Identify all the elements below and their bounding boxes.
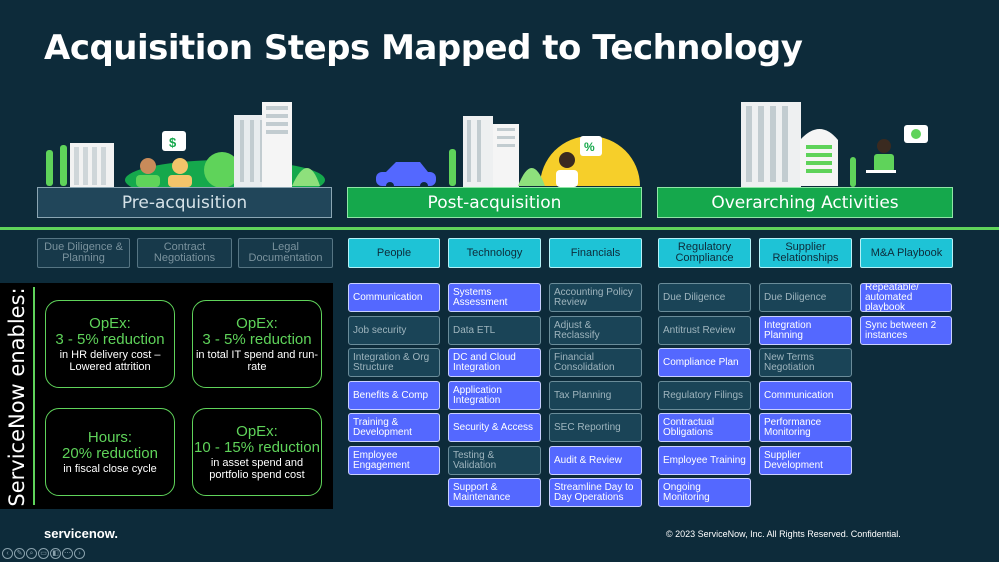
technology-item: Systems Assessment	[448, 283, 541, 312]
financials-item: Audit & Review	[549, 446, 642, 475]
people-item: Communication	[348, 283, 440, 312]
people-item: Job security	[348, 316, 440, 345]
captions-icon[interactable]: ▭	[38, 548, 49, 559]
regulatory-item: Antitrust Review	[658, 316, 751, 345]
screen-icon[interactable]: ◧	[50, 548, 61, 559]
metric-label: Hours:	[87, 428, 133, 446]
metric-description: in asset spend and portfolio spend cost	[209, 456, 305, 481]
pen-icon[interactable]: ✎	[14, 548, 25, 559]
column-header-ma-playbook: M&A Playbook	[860, 238, 953, 268]
metric-fiscal-close: Hours: 20% reduction in fiscal close cyc…	[45, 408, 175, 496]
metric-label: OpEx:	[89, 314, 131, 332]
regulatory-item: Contractual Obligations	[658, 413, 751, 442]
enables-label: ServiceNow enables:	[5, 287, 29, 507]
metric-asset-spend: OpEx: 10 - 15% reduction in asset spend …	[192, 408, 322, 496]
metric-value: 20% reduction	[62, 444, 158, 462]
supplier-item: Due Diligence	[759, 283, 852, 312]
metric-description: in fiscal close cycle	[63, 462, 157, 475]
regulatory-item: Due Diligence	[658, 283, 751, 312]
supplier-item: Supplier Development	[759, 446, 852, 475]
metric-label: OpEx:	[236, 314, 278, 332]
supplier-item: Communication	[759, 381, 852, 410]
financials-item: Tax Planning	[549, 381, 642, 410]
metric-hr-cost: OpEx: 3 - 5% reduction in HR delivery co…	[45, 300, 175, 388]
people-item: Employee Engagement	[348, 446, 440, 475]
supplier-item: New Terms Negotiation	[759, 348, 852, 377]
column-header-financials: Financials	[549, 238, 642, 268]
metric-value: 3 - 5% reduction	[202, 330, 312, 348]
overarching-illustration	[741, 102, 928, 187]
pre-column-due-diligence: Due Diligence & Planning	[37, 238, 130, 268]
supplier-item: Performance Monitoring	[759, 413, 852, 442]
technology-item: Support & Maintenance	[448, 478, 541, 507]
technology-item: Testing & Validation	[448, 446, 541, 475]
financials-item: Adjust & Reclassify	[549, 316, 642, 345]
forward-icon[interactable]: ›	[74, 548, 85, 559]
financials-item: SEC Reporting	[549, 413, 642, 442]
people-item: Training & Development	[348, 413, 440, 442]
metric-description: in total IT spend and run-rate	[195, 348, 319, 373]
supplier-item: Integration Planning	[759, 316, 852, 345]
column-header-regulatory-compliance: Regulatory Compliance	[658, 238, 751, 268]
zoom-icon[interactable]: ⌕	[26, 548, 37, 559]
financials-item: Streamline Day to Day Operations	[549, 478, 642, 507]
column-header-technology: Technology	[448, 238, 541, 268]
regulatory-item: Ongoing Monitoring	[658, 478, 751, 507]
divider-line	[0, 227, 999, 230]
metric-label: OpEx:	[236, 422, 278, 440]
metric-it-spend: OpEx: 3 - 5% reduction in total IT spend…	[192, 300, 322, 388]
percent-sign: %	[584, 140, 595, 154]
people-item: Benefits & Comp	[348, 381, 440, 410]
pre-acquisition-illustration: $	[46, 102, 325, 200]
people-item: Integration & Org Structure	[348, 348, 440, 377]
metric-value: 3 - 5% reduction	[55, 330, 165, 348]
more-icon[interactable]: ⋯	[62, 548, 73, 559]
technology-item: DC and Cloud Integration	[448, 348, 541, 377]
column-header-supplier-relationships: Supplier Relationships	[759, 238, 852, 268]
pre-column-contract-negotiations: Contract Negotiations	[137, 238, 232, 268]
playbook-item: Repeatable/ automated playbook	[860, 283, 952, 312]
copyright-footer: © 2023 ServiceNow, Inc. All Rights Reser…	[666, 529, 901, 539]
regulatory-item: Employee Training	[658, 446, 751, 475]
metric-value: 10 - 15% reduction	[194, 438, 320, 456]
enables-panel	[0, 283, 333, 509]
enables-divider	[33, 287, 35, 505]
phase-post-acquisition: Post-acquisition	[347, 187, 642, 218]
financials-item: Financial Consolidation	[549, 348, 642, 377]
metric-description: in HR delivery cost – Lowered attrition	[59, 348, 161, 373]
regulatory-item: Regulatory Filings	[658, 381, 751, 410]
slide-title: Acquisition Steps Mapped to Technology	[44, 28, 803, 68]
technology-item: Application Integration	[448, 381, 541, 410]
dollar-sign: $	[169, 135, 177, 150]
phase-overarching-activities: Overarching Activities	[657, 187, 953, 218]
back-icon[interactable]: ‹	[2, 548, 13, 559]
post-acquisition-illustration: %	[376, 116, 640, 190]
pre-column-legal-documentation: Legal Documentation	[238, 238, 333, 268]
technology-item: Data ETL	[448, 316, 541, 345]
regulatory-item: Compliance Plan	[658, 348, 751, 377]
playbook-item: Sync between 2 instances	[860, 316, 952, 345]
presentation-toolbar: ‹ ✎ ⌕ ▭ ◧ ⋯ ›	[2, 548, 85, 559]
technology-item: Security & Access	[448, 413, 541, 442]
financials-item: Accounting Policy Review	[549, 283, 642, 312]
column-header-people: People	[348, 238, 440, 268]
servicenow-logo: servicenow.	[44, 526, 118, 541]
phase-pre-acquisition: Pre-acquisition	[37, 187, 332, 218]
